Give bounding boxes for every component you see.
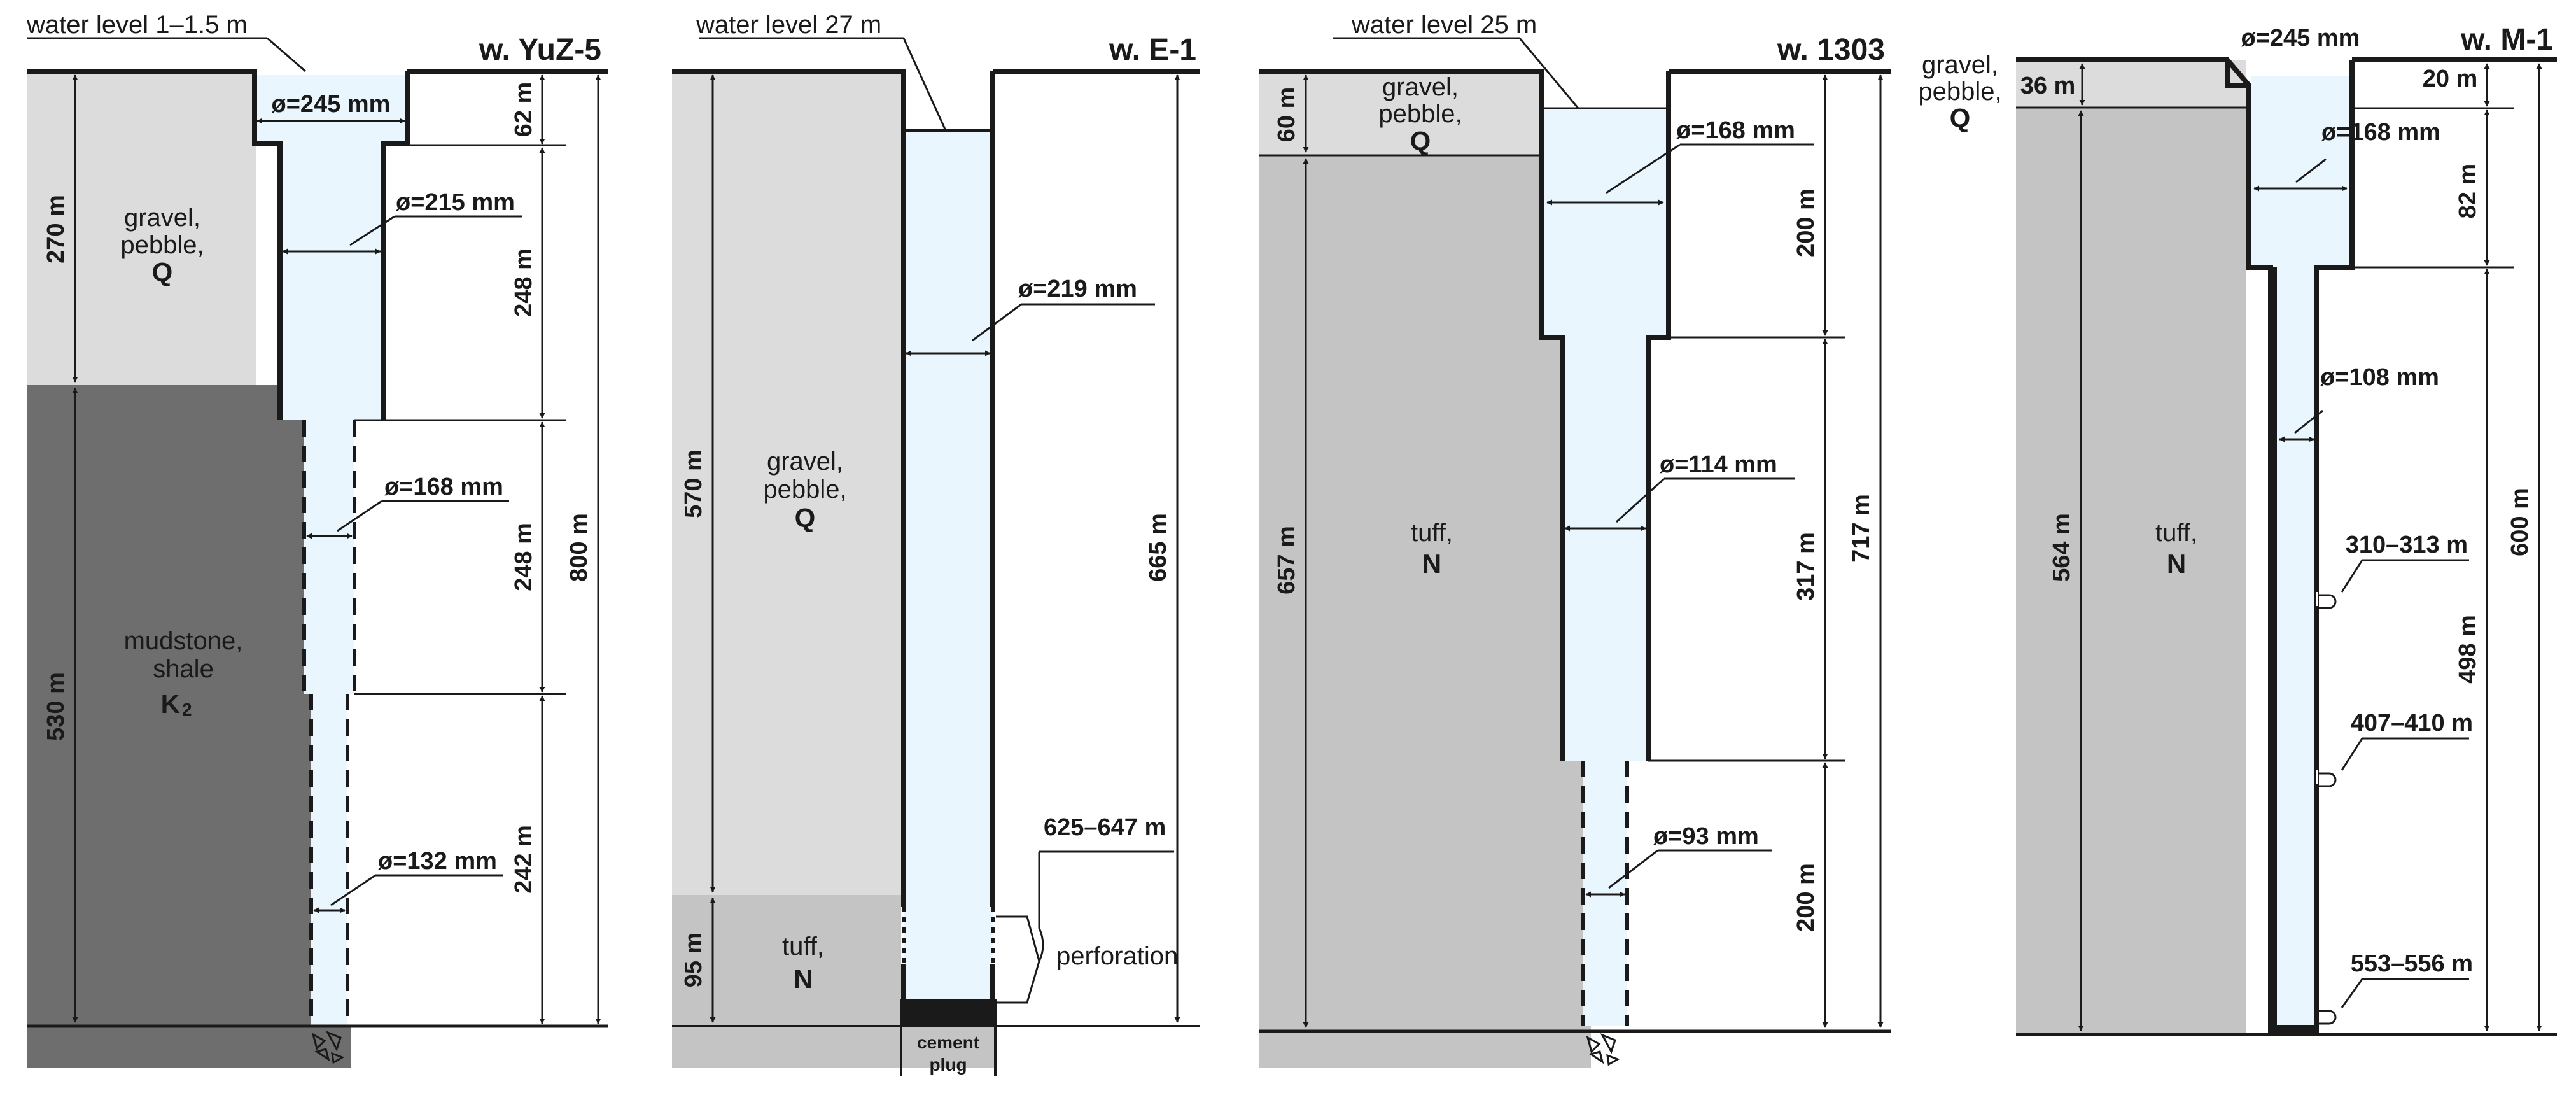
perforation-m1-0: 310–313 m bbox=[2346, 532, 2468, 558]
diameter-m1-2: ø=108 mm bbox=[2320, 364, 2439, 391]
bottom-strip-yuz5 bbox=[27, 1026, 351, 1068]
well-m1: w. M-1 gravel, pebble, Q 36 m 564 m tuff… bbox=[1918, 23, 2557, 1036]
well-1303: water level 25 m w. 1303 60 m 657 m grav… bbox=[1259, 11, 1891, 1068]
layer-thickness-1303-0: 60 m bbox=[1273, 87, 1300, 143]
section-m1-2: 498 m bbox=[2454, 615, 2481, 684]
section-yuz5-3: 242 m bbox=[510, 825, 537, 894]
perforation-m1-1: 407–410 m bbox=[2351, 710, 2473, 737]
cement-plug-label-0: cement bbox=[917, 1033, 979, 1052]
material-1303-1: tuff, bbox=[1411, 519, 1453, 547]
layer-thickness-e1-1: 95 m bbox=[680, 933, 707, 988]
layer-mudstone-yuz5 bbox=[27, 385, 311, 1068]
layer-tuff-1303 bbox=[1259, 155, 1591, 1068]
borehole-1303 bbox=[1544, 108, 1666, 1026]
section-1303-1: 317 m bbox=[1793, 532, 1819, 601]
material-yuz5-0a: gravel, bbox=[124, 204, 200, 232]
material-1303-0a: gravel, bbox=[1382, 73, 1459, 101]
layer-thickness-m1-1: 564 m bbox=[2048, 513, 2075, 582]
diameter-1303-1: ø=114 mm bbox=[1660, 451, 1777, 478]
diameter-m1-1: ø=168 mm bbox=[2321, 119, 2440, 146]
total-yuz5: 800 m bbox=[566, 513, 592, 582]
section-yuz5-1: 248 m bbox=[510, 248, 537, 317]
layer-gravel-m1 bbox=[2016, 60, 2246, 108]
age-yuz5-0: Q bbox=[152, 257, 173, 287]
section-yuz5-0: 62 m bbox=[510, 82, 537, 138]
water-level-e1: water level 27 m bbox=[696, 11, 881, 39]
perforation-range-e1: 625–647 m bbox=[1044, 814, 1166, 841]
age-m1-1: N bbox=[2167, 549, 2186, 579]
well-title-yuz5: w. YuZ-5 bbox=[479, 33, 601, 67]
diameter-m1-0: ø=245 mm bbox=[2241, 25, 2360, 52]
layer-tuff-m1 bbox=[2016, 108, 2246, 1034]
well-title-1303: w. 1303 bbox=[1777, 33, 1885, 67]
section-m1-0: 20 m bbox=[2423, 66, 2478, 92]
borehole-yuz5 bbox=[255, 75, 407, 1026]
material-yuz5-0b: pebble, bbox=[120, 231, 204, 259]
total-m1: 600 m bbox=[2507, 488, 2533, 556]
cement-plug-label-1: plug bbox=[929, 1055, 967, 1075]
total-e1: 665 m bbox=[1145, 513, 1172, 582]
material-yuz5-1a: mudstone, bbox=[124, 627, 243, 655]
section-1303-2: 200 m bbox=[1793, 863, 1819, 932]
material-m1-0b: pebble, bbox=[1918, 78, 2001, 106]
section-1303-0: 200 m bbox=[1793, 188, 1819, 257]
well-yuz5: water level 1–1.5 m w. YuZ-5 270 m 530 m… bbox=[26, 11, 608, 1068]
diameter-1303-2: ø=93 mm bbox=[1653, 823, 1759, 850]
age-e1-1: N bbox=[794, 964, 813, 994]
bottom-plug-m1 bbox=[2268, 1025, 2319, 1034]
diameter-yuz5-3: ø=132 mm bbox=[378, 848, 497, 875]
material-m1-1: tuff, bbox=[2155, 519, 2197, 547]
material-e1-0b: pebble, bbox=[763, 476, 846, 504]
layer-gravel-yuz5 bbox=[27, 71, 256, 385]
water-level-1303: water level 25 m bbox=[1351, 11, 1537, 39]
bottom-strip-e1 bbox=[901, 1026, 995, 1068]
material-yuz5-1b: shale bbox=[153, 655, 214, 683]
age-m1-0: Q bbox=[1950, 103, 1971, 133]
material-e1-1: tuff, bbox=[782, 933, 824, 961]
section-yuz5-2: 248 m bbox=[510, 523, 537, 591]
casing-m1 bbox=[2271, 267, 2277, 1034]
age-1303-1: N bbox=[1422, 549, 1441, 579]
borehole-e1 bbox=[904, 130, 993, 1022]
borehole-m1 bbox=[2251, 76, 2349, 1031]
cement-plug-e1 bbox=[901, 999, 995, 1026]
layer-thickness-e1-0: 570 m bbox=[680, 449, 707, 518]
layer-thickness-m1-0: 36 m bbox=[2020, 73, 2076, 99]
material-1303-0b: pebble, bbox=[1378, 100, 1462, 128]
water-level-yuz5: water level 1–1.5 m bbox=[26, 11, 248, 39]
age-1303-0: Q bbox=[1410, 126, 1431, 156]
well-title-m1: w. M-1 bbox=[2460, 23, 2553, 57]
layer-thickness-yuz5-1: 530 m bbox=[43, 672, 69, 741]
section-m1-1: 82 m bbox=[2454, 164, 2481, 219]
perforation-m1-2: 553–556 m bbox=[2351, 950, 2473, 977]
age-yuz5-1: K bbox=[161, 689, 180, 719]
total-1303: 717 m bbox=[1848, 494, 1875, 563]
material-e1-0a: gravel, bbox=[767, 448, 843, 476]
diameter-e1-0: ø=219 mm bbox=[1018, 276, 1137, 302]
diameter-1303-0: ø=168 mm bbox=[1676, 117, 1795, 144]
age-sub-yuz5-1: 2 bbox=[182, 700, 192, 719]
material-m1-0a: gravel, bbox=[1922, 51, 1998, 79]
diameter-yuz5-1: ø=215 mm bbox=[396, 189, 515, 216]
layer-thickness-1303-1: 657 m bbox=[1273, 526, 1300, 595]
diameter-yuz5-2: ø=168 mm bbox=[384, 474, 503, 500]
perforation-label-e1: perforation bbox=[1056, 942, 1178, 970]
diameter-yuz5-0: ø=245 mm bbox=[272, 91, 391, 118]
well-e1: water level 27 m w. E-1 570 m 95 m grave… bbox=[672, 11, 1200, 1076]
layer-thickness-yuz5-0: 270 m bbox=[43, 195, 69, 264]
age-e1-0: Q bbox=[795, 503, 816, 533]
well-title-e1: w. E-1 bbox=[1109, 33, 1196, 67]
